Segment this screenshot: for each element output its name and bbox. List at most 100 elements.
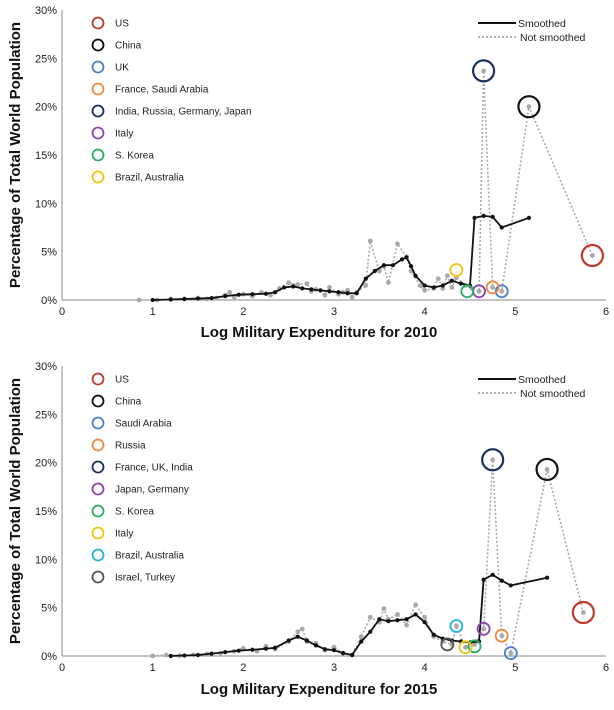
not-smoothed-data-point [476,288,482,294]
highlight-circle [481,448,505,472]
smoothed-data-point [354,291,359,296]
smoothed-data-point [209,295,214,301]
smoothed-series-line [170,573,548,657]
x-axis-title: Log Military Expenditure for 2010 [201,324,438,341]
not-smoothed-data-point [422,287,428,293]
smoothed-data-point [408,264,414,269]
highlight-circle [485,280,500,295]
y-tick-label: 0% [41,295,57,307]
y-tick-label: 10% [35,554,57,566]
smoothed-data-point [413,273,418,278]
not-smoothed-data-point [435,276,441,282]
smoothed-data-point [422,283,427,288]
smoothed-data-point [472,215,477,220]
not-smoothed-data-point [454,623,459,629]
smoothed-data-point [544,575,550,580]
not-smoothed-data-point [580,610,586,615]
legend-label: China [115,397,142,408]
legend-label: US [115,375,129,386]
not-smoothed-data-point [490,285,496,290]
not-smoothed-data-point [444,273,450,279]
legend-marker [91,504,105,518]
legend-label: US [115,19,129,30]
smoothed-data-point [413,612,418,617]
not-smoothed-data-point [322,292,328,298]
y-tick-label: 30% [35,5,57,17]
x-tick-label: 6 [603,306,609,318]
not-smoothed-data-point [381,606,387,612]
legend-marker [91,38,105,52]
not-smoothed-data-point [590,253,595,258]
smoothed-data-point [404,255,409,260]
smoothed-data-point [327,289,332,294]
smoothed-data-point [300,286,305,291]
not-smoothed-legend-label: Not smoothed [520,32,586,44]
smoothed-data-point [223,650,228,655]
x-tick-label: 3 [331,662,337,674]
smoothed-data-point [272,645,278,650]
not-smoothed-data-point [413,602,418,608]
smoothed-data-point [377,617,382,622]
not-smoothed-legend-label: Not smoothed [520,388,586,400]
not-smoothed-data-point [367,238,373,244]
not-smoothed-data-point [299,626,305,632]
not-smoothed-data-point [499,633,505,639]
smoothed-data-point [309,287,314,292]
smoothed-data-point [295,634,300,639]
x-tick-label: 2 [240,662,246,674]
legend-marker [91,16,105,30]
smoothed-data-point [440,283,445,288]
legend-label: Russia [115,441,146,452]
smoothed-data-point [223,294,228,299]
not-smoothed-data-point [449,285,455,290]
x-tick-label: 6 [603,662,609,674]
not-smoothed-data-point [417,283,423,288]
smoothed-data-point [182,296,187,302]
y-tick-label: 20% [35,458,57,470]
not-smoothed-data-point [472,642,477,647]
smoothed-data-point [322,647,328,652]
x-tick-label: 0 [59,662,65,674]
legend-label: Brazil, Australia [115,551,184,562]
y-tick-label: 25% [35,409,57,421]
not-smoothed-data-point [295,282,301,287]
legend-marker [91,148,105,162]
x-axis-title: Log Military Expenditure for 2015 [201,681,438,698]
legend-label: S. Korea [115,151,154,162]
smoothed-data-point [318,288,323,293]
not-smoothed-data-point [363,283,369,288]
not-smoothed-data-point [295,629,301,635]
highlight-circle [449,263,464,277]
smoothed-data-point [431,632,436,637]
smoothed-legend-label: Smoothed [518,374,566,386]
smoothed-data-point [282,285,287,290]
not-smoothed-data-point [481,68,486,74]
x-tick-label: 3 [331,306,337,318]
highlight-circle [503,646,518,660]
not-smoothed-data-point [163,652,169,658]
not-smoothed-data-point [349,294,355,300]
legend-marker [91,438,105,452]
smoothed-legend-label: Smoothed [518,18,566,30]
smoothed-data-point [236,648,241,653]
legend-label: France, UK, India [115,463,193,474]
highlight-circle [449,619,464,633]
legend-marker [91,126,105,140]
not-smoothed-data-point [150,653,156,659]
legend-marker [91,570,105,584]
y-axis-title: Percentage of Total World Population [7,22,24,288]
smoothed-data-point [363,276,368,281]
highlight-circle [494,628,509,643]
smoothed-data-point [368,629,373,634]
y-axis-title: Percentage of Total World Population [7,378,24,644]
smoothed-data-point [336,290,341,295]
not-smoothed-data-point [227,289,233,295]
smoothed-data-point [272,290,278,295]
legend-marker [91,60,105,74]
highlight-circle [476,622,491,636]
highlight-circle [517,95,541,119]
legend-label: Israel, Turkey [115,573,175,584]
x-tick-label: 4 [422,306,428,318]
